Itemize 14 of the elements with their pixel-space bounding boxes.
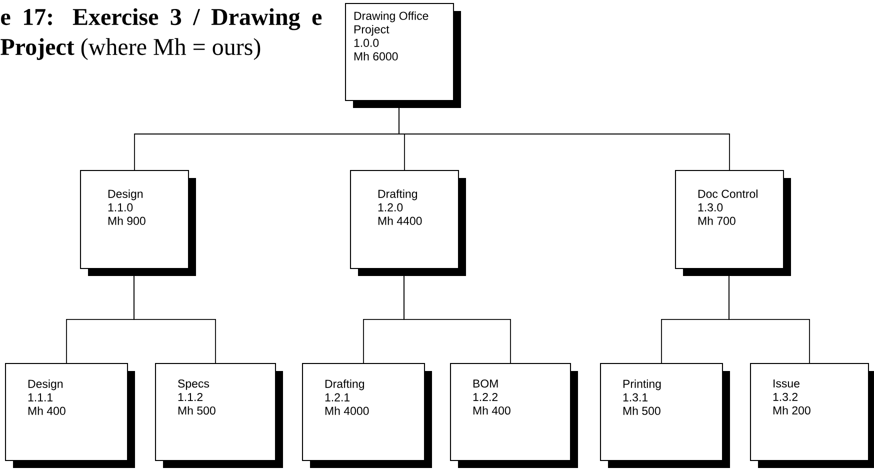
wbs-box: Drafting 1.2.1 Mh 4000 [302,362,432,468]
connector-line [134,276,216,364]
wbs-box: Specs 1.1.2 Mh 500 [155,362,283,468]
wbs-box: Drafting 1.2.0 Mh 4400 [350,170,466,276]
wbs-box: BOM 1.2.2 Mh 400 [450,362,578,468]
wbs-box: Design 1.1.1 Mh 400 [5,362,135,468]
wbs-box: Design 1.1.0 Mh 900 [80,170,196,276]
connector-line [404,276,511,364]
wbs-box: Issue 1.3.2 Mh 200 [750,362,874,468]
wbs-box: Printing 1.3.1 Mh 500 [600,362,730,468]
connector-line [728,276,810,364]
wbs-box: Drawing Office Project 1.0.0 Mh 6000 [345,3,461,108]
wbs-box: Doc Control 1.3.0 Mh 700 [675,170,791,276]
title: e 17: Exercise 3 / Drawing e Project (where Mh = ours) [0,8,322,60]
